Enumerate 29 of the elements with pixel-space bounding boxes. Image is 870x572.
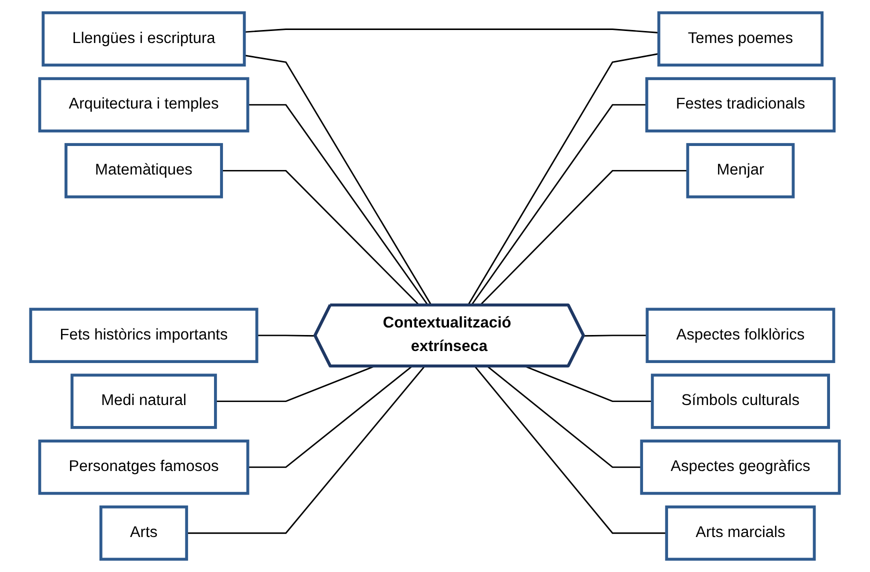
connector xyxy=(222,170,420,306)
connector xyxy=(248,366,412,468)
connector xyxy=(244,54,432,306)
node-box: Fets històrics importants xyxy=(29,308,258,364)
node-box: Aspectes folklòrics xyxy=(646,308,836,364)
node-box: Temes poemes xyxy=(657,11,824,67)
connector xyxy=(584,334,648,337)
connector xyxy=(479,170,688,306)
connector xyxy=(470,104,647,306)
connector xyxy=(525,366,652,402)
connector xyxy=(487,366,642,468)
connector xyxy=(248,104,429,306)
node-box: Arts xyxy=(99,505,188,561)
connector xyxy=(474,366,667,534)
node-box: Arts marcials xyxy=(665,505,816,561)
node-box: Medi natural xyxy=(70,374,217,429)
node-box: Arquitectura i temples xyxy=(38,77,250,132)
node-box: Personatges famosos xyxy=(38,440,250,495)
connector xyxy=(256,334,316,337)
node-box: Matemàtiques xyxy=(64,143,223,198)
node-box: Menjar xyxy=(686,143,795,198)
node-box: Aspectes geogràfics xyxy=(640,440,841,495)
node-box: Festes tradicionals xyxy=(645,77,836,132)
node-box: Llengües i escriptura xyxy=(42,11,246,67)
node-box: Símbols culturals xyxy=(650,374,830,429)
connector xyxy=(186,366,426,534)
connector xyxy=(244,28,659,34)
connector xyxy=(215,366,374,402)
connector xyxy=(467,53,659,306)
